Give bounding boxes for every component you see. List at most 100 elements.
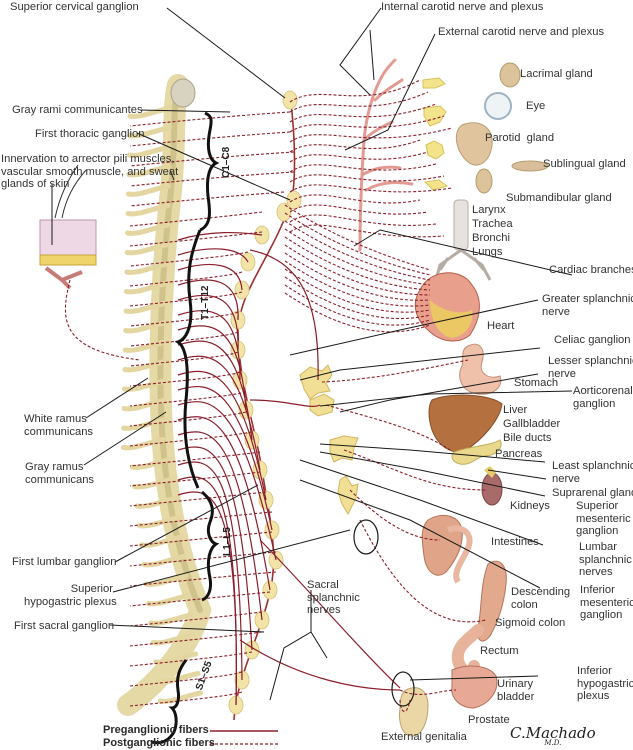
postganglionic-fiber: [289, 127, 453, 143]
postganglionic-fiber: [289, 184, 453, 193]
postganglionic-fiber: [129, 211, 263, 227]
postganglionic-fiber: [289, 204, 429, 215]
postganglionic-fiber: [284, 220, 431, 281]
postganglionic-fiber: [129, 251, 249, 267]
label-superior-mesenteric-ganglion: Superior mesenteric ganglion: [576, 500, 631, 537]
label-suprarenal-gland: Suprarenal gland: [552, 487, 633, 499]
spinal-nerve-root: [122, 339, 168, 353]
label-heart: Heart: [487, 320, 515, 332]
spinal-nerve-root: [129, 456, 175, 470]
postganglionic-fiber: [129, 231, 263, 247]
postganglionic-fiber: [284, 284, 431, 326]
postganglionic-fiber: [284, 292, 431, 333]
postganglionic-fiber: [325, 404, 451, 451]
label-celiac-ganglion: Celiac ganglion: [554, 334, 631, 346]
postganglionic-fibers: [64, 79, 487, 712]
preganglionic-fiber: [177, 231, 263, 241]
preganglionic-fiber: [177, 370, 267, 501]
label-first-thoracic-ganglion: First thoracic ganglion: [35, 128, 145, 140]
preganglionic-fibers: [177, 231, 401, 706]
segment-label-cervical: C1–C8: [221, 146, 232, 178]
sigmoid-rectum-shape: [451, 624, 484, 678]
label-prostate: Prostate: [468, 714, 510, 726]
label-lumbar-splanchnic-nerves: Lumbar splanchnic nerves: [579, 541, 632, 578]
stomach-shape: [459, 343, 502, 395]
preganglionic-fiber: [249, 249, 319, 381]
spinal-nerve-root: [124, 242, 170, 256]
label-sigmoid-colon: Sigmoid colon: [495, 617, 566, 629]
spinal-nerve-root: [134, 495, 180, 509]
postganglionic-fiber: [284, 268, 431, 313]
spinal-nerve-root: [123, 320, 169, 334]
spinal-nerve-root: [132, 476, 178, 490]
superior-hypogastric-plexus-ring: [353, 519, 379, 555]
artist-signature-name: C.Machado: [510, 724, 596, 742]
postganglionic-fiber: [289, 79, 421, 103]
label-white-ramus-communicans: White ramus communicans: [24, 413, 94, 438]
label-stomach: Stomach: [514, 377, 559, 389]
postganglionic-fiber: [284, 244, 431, 296]
spinal-nerve-root: [125, 183, 171, 197]
postganglionic-fiber: [359, 519, 487, 623]
spinal-nerve-root: [122, 359, 168, 373]
label-gray-ramus-communicans: Gray ramus communicans: [25, 461, 95, 486]
spinal-nerve-root: [123, 281, 169, 295]
pancreas-shape: [451, 439, 502, 465]
postganglionic-fiber: [129, 151, 295, 167]
label-least-splanchnic-nerve: Least splanchnic nerve: [552, 460, 633, 485]
label-submandibular-gland: Submandibular gland: [506, 192, 612, 204]
spinal-nerve-root: [125, 203, 171, 217]
postganglionic-fiber: [129, 411, 247, 427]
spinal-nerve-root: [125, 222, 171, 236]
suprarenal-gland-shape: [484, 466, 496, 478]
postganglionic-fiber: [129, 691, 243, 707]
descending-colon-shape: [477, 560, 507, 642]
sublingual-gland-shape: [511, 160, 549, 172]
label-eye: Eye: [526, 100, 546, 112]
label-external-genitalia: External genitalia: [381, 731, 467, 743]
preganglionic-fiber: [177, 355, 261, 471]
spinal-nerve-root: [146, 593, 192, 607]
spinal-nerve-root: [123, 300, 169, 314]
spinal-nerve-root: [127, 105, 173, 119]
preganglionic-fiber: [177, 416, 271, 591]
spinal-nerve-root: [127, 125, 173, 139]
label-gray-rami-communicantes: Gray rami communicantes: [12, 104, 143, 116]
postganglionic-fiber: [129, 451, 261, 467]
artist-signature-suffix: M.D.: [544, 739, 562, 747]
legend-postganglionic: Postganglionic fibers: [103, 737, 215, 749]
legend-preganglionic: Preganglionic fibers: [103, 724, 209, 736]
organs: [399, 62, 549, 737]
preganglionic-fiber: [177, 401, 277, 561]
parotid-gland-shape: [455, 122, 493, 166]
spinal-nerve-root: [126, 164, 172, 178]
segment-label-thoracic: T1–T12: [200, 285, 211, 320]
skin-block: [39, 164, 97, 290]
spinal-nerve-root: [153, 651, 199, 665]
submandibular-gland-shape: [475, 168, 493, 194]
spinal-nerve-root: [148, 612, 194, 626]
lacrimal-gland-shape: [499, 62, 521, 88]
postganglionic-fiber: [129, 171, 295, 187]
postganglionic-fiber: [289, 139, 421, 153]
postganglionic-fiber: [129, 571, 277, 587]
label-skin-innervation: Innervation to arrector pili muscles, va…: [1, 153, 179, 190]
trachea-lungs-shape: [434, 199, 492, 281]
legend-swatches: [210, 730, 278, 745]
segment-label-lumbar: L1–L5: [222, 527, 233, 556]
postganglionic-fiber: [129, 371, 241, 387]
spinal-nerve-root: [121, 417, 167, 431]
postganglionic-fiber: [284, 260, 431, 307]
label-inferior-mesenteric-ganglion: Inferior mesenteric ganglion: [580, 584, 633, 621]
postganglionic-fiber: [289, 163, 437, 173]
preganglionic-fiber: [177, 446, 253, 651]
label-respiratory-organs: Larynx Trachea Bronchi Lungs: [472, 204, 513, 258]
postganglionic-fiber: [129, 271, 243, 287]
preganglionic-fiber: [177, 491, 237, 706]
spinal-nerve-root: [126, 144, 172, 158]
label-parotid-gland: Parotid gland: [485, 132, 555, 144]
aorticorenal-ganglion-shape: [309, 393, 335, 417]
label-rectum: Rectum: [480, 645, 519, 657]
postganglionic-fiber: [129, 431, 253, 447]
